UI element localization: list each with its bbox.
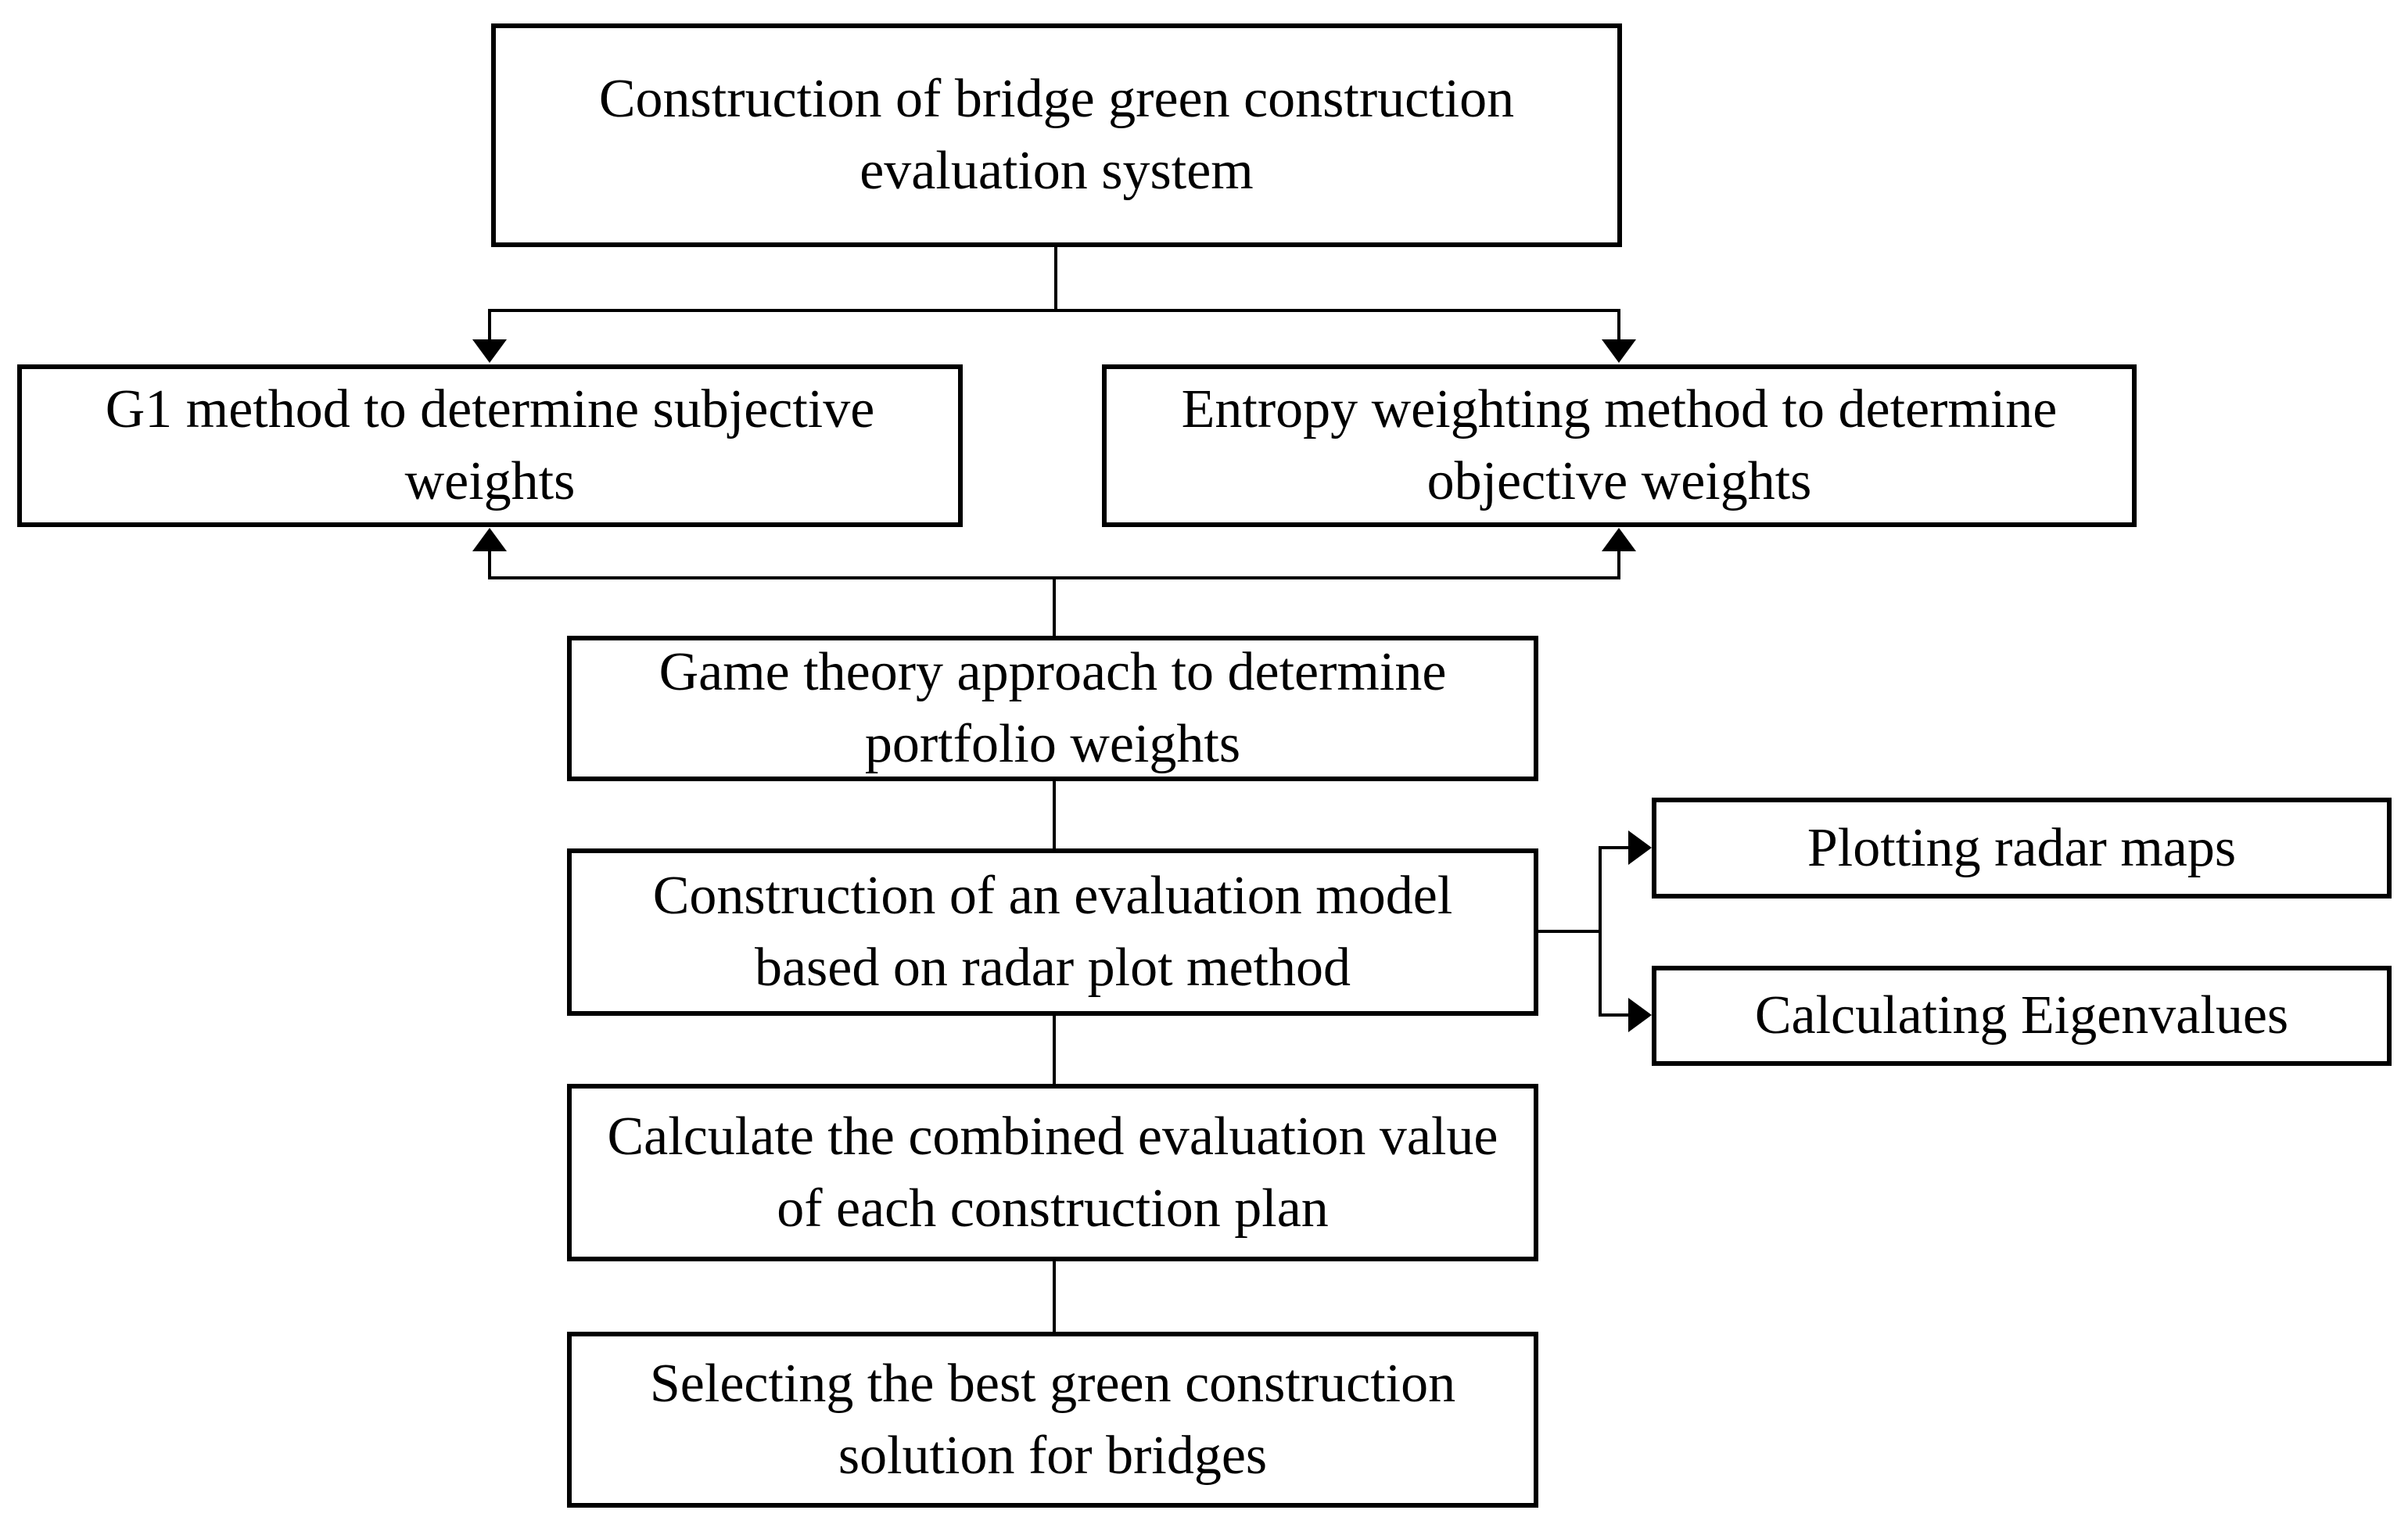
node-text-line: of each construction plan: [777, 1178, 1329, 1239]
connector-branch-line: [488, 309, 1620, 312]
node-select-best-solution: Selecting the best green construction so…: [567, 1332, 1538, 1508]
node-radar-plot-evaluation-model: Construction of an evaluation model base…: [567, 848, 1538, 1016]
node-text-line: Construction of bridge green constructio…: [598, 69, 1515, 129]
node-entropy-objective-weights: Entropy weighting method to determine ob…: [1102, 364, 2137, 527]
connector-game-to-radar: [1053, 777, 1056, 852]
node-text-line: Game theory approach to determine: [659, 642, 1447, 702]
node-text-line: Plotting radar maps: [1807, 817, 2237, 878]
node-text-line: Entropy weighting method to determine: [1181, 379, 2058, 439]
node-text-line: Construction of an evaluation model: [652, 866, 1453, 926]
node-text-line: Calculate the combined evaluation value: [607, 1106, 1498, 1167]
node-text-line: based on radar plot method: [754, 938, 1351, 998]
arrowhead-right-into-plot-icon: [1628, 830, 1652, 865]
connector-to-eigen-box: [1599, 1013, 1633, 1017]
node-g1-subjective-weights: G1 method to determine subjective weight…: [17, 364, 963, 527]
node-calculating-eigenvalues: Calculating Eigenvalues: [1652, 966, 2392, 1066]
arrowhead-right-into-eigen-icon: [1628, 998, 1652, 1032]
connector-merge-to-entropy: [1617, 551, 1620, 578]
node-text-line: Selecting the best green construction: [649, 1353, 1456, 1414]
arrowhead-up-into-g1-icon: [472, 528, 507, 551]
node-bridge-green-evaluation-system: Construction of bridge green constructio…: [491, 23, 1622, 247]
node-text-line: portfolio weights: [864, 714, 1241, 774]
node-game-theory-portfolio-weights: Game theory approach to determine portfo…: [567, 636, 1538, 781]
connector-side-branch-line: [1599, 846, 1602, 1017]
node-text-line: solution for bridges: [838, 1425, 1268, 1486]
node-text-line: objective weights: [1426, 451, 1812, 511]
arrowhead-down-into-g1-icon: [472, 339, 507, 363]
arrowhead-up-into-entropy-icon: [1602, 528, 1636, 551]
connector-radar-side-stub: [1535, 930, 1602, 933]
connector-combined-to-select: [1053, 1258, 1056, 1335]
connector-merge-to-game: [1053, 578, 1056, 639]
node-plotting-radar-maps: Plotting radar maps: [1652, 798, 2392, 899]
connector-branch-to-entropy: [1617, 310, 1620, 342]
arrowhead-down-into-entropy-icon: [1602, 339, 1636, 363]
node-combined-evaluation-value: Calculate the combined evaluation value …: [567, 1084, 1538, 1261]
connector-branch-to-g1: [488, 310, 491, 342]
connector-to-plot-box: [1599, 846, 1633, 849]
node-text-line: evaluation system: [859, 141, 1254, 201]
node-text-line: weights: [404, 451, 576, 511]
connector-merge-to-g1: [488, 551, 491, 578]
connector-root-to-branch: [1054, 243, 1057, 312]
connector-radar-to-combined: [1053, 1012, 1056, 1087]
node-text-line: Calculating Eigenvalues: [1754, 985, 2289, 1046]
node-text-line: G1 method to determine subjective: [105, 379, 875, 439]
